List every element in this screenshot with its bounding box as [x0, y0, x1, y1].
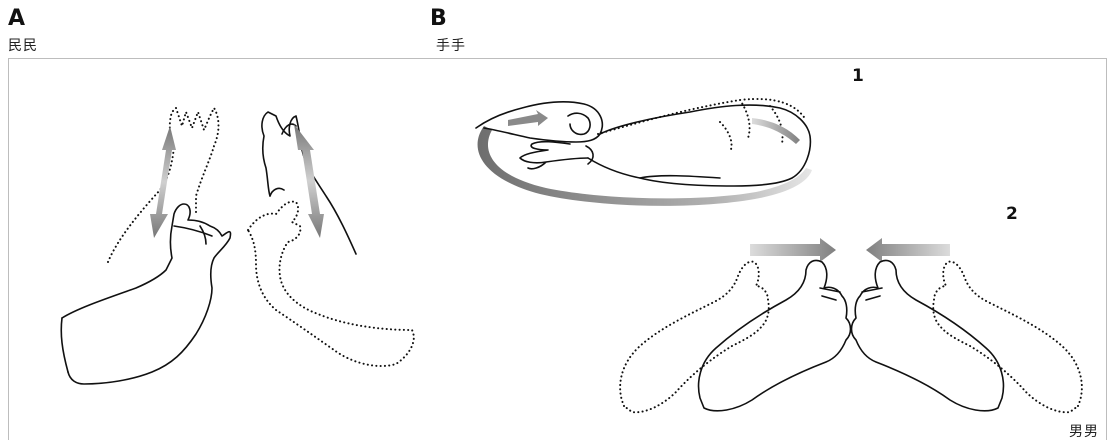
arrow-right-icon [750, 238, 836, 262]
arrow-left-icon [866, 238, 950, 262]
panel-b-step-1-illustration [476, 99, 812, 206]
panel-a-illustration [61, 108, 414, 384]
panel-b-step-2-illustration [620, 238, 1082, 412]
